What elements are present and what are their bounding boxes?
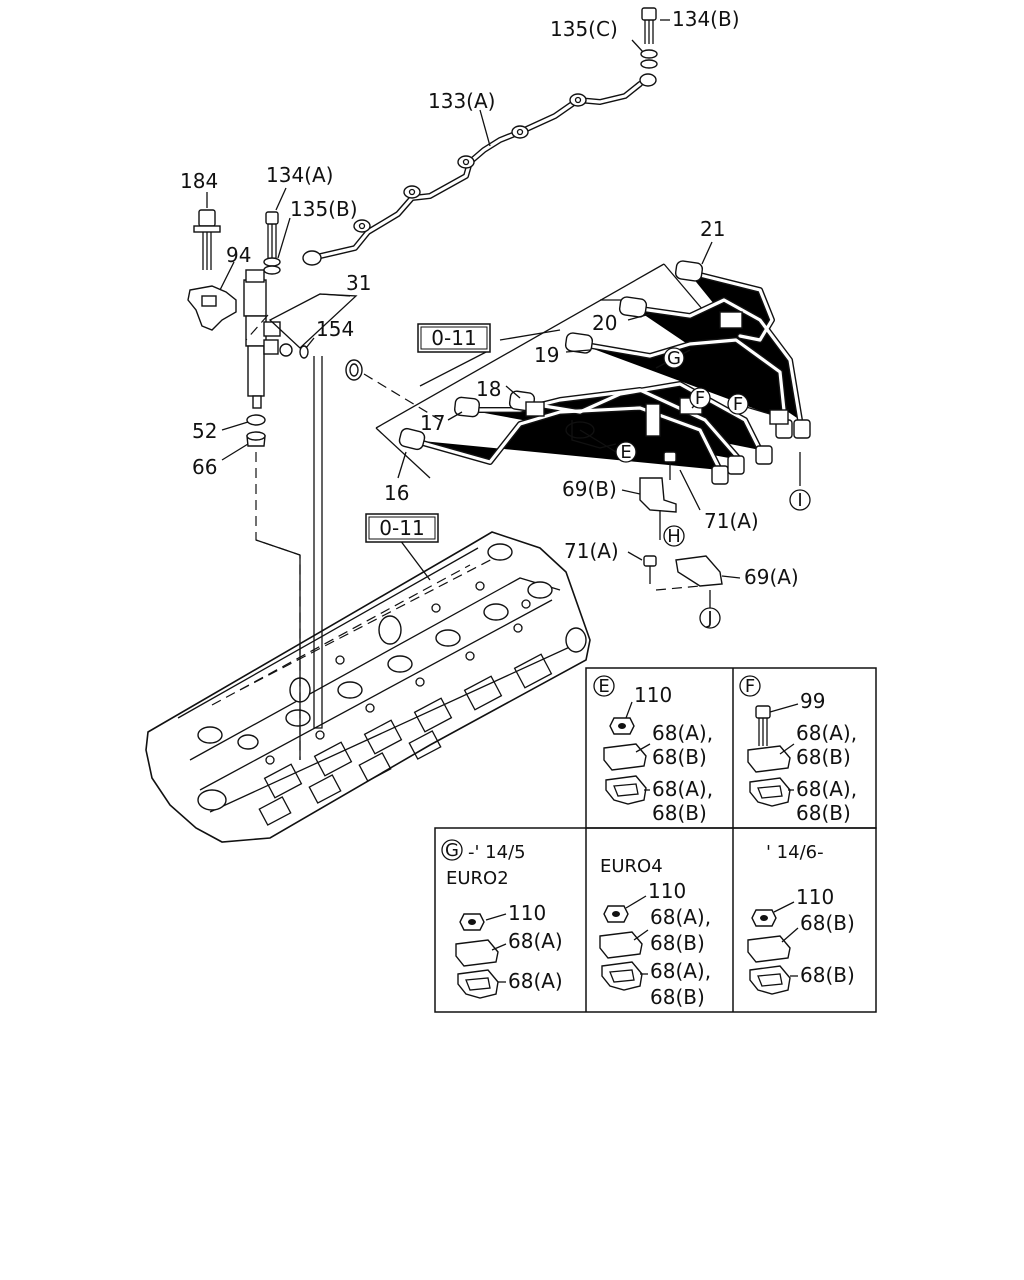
label-133a: 133(A) [428, 89, 495, 113]
marker-j: J [706, 608, 712, 629]
detail-g-col3-nut: 110 [796, 885, 834, 909]
detail-g-col2-top-2: 68(B) [650, 931, 705, 955]
leader-lines [206, 19, 771, 581]
callout-labels: 135(C) 134(B) 133(A) 184 134(A) 135(B) 9… [180, 7, 799, 589]
detail-g-marker: G [445, 840, 459, 861]
marker-h: H [667, 526, 681, 547]
detail-e-clip-top-2: 68(B) [652, 745, 707, 769]
detail-g-col2-nut: 110 [648, 879, 686, 903]
label-52: 52 [192, 419, 217, 443]
leak-off-pipe [302, 7, 658, 266]
label-71a-lower: 71(A) [564, 539, 619, 563]
label-184: 184 [180, 169, 218, 193]
marker-f-2: F [733, 394, 743, 415]
detail-g-col1-top: 68(A) [508, 929, 563, 953]
detail-e-clip-bottom-1: 68(A), [652, 777, 713, 801]
detail-e-clip-top-1: 68(A), [652, 721, 713, 745]
label-20: 20 [592, 311, 617, 335]
marker-i: I [797, 490, 802, 511]
label-134b: 134(B) [672, 7, 740, 31]
detail-e-clip-bottom-2: 68(B) [652, 801, 707, 825]
detail-f-marker: F [745, 676, 755, 697]
label-66: 66 [192, 455, 217, 479]
detail-f-bolt-label: 99 [800, 689, 825, 713]
label-21: 21 [700, 217, 725, 241]
detail-g-col3-top: 68(B) [800, 911, 855, 935]
label-16: 16 [384, 481, 409, 505]
detail-g-col3-bottom: 68(B) [800, 963, 855, 987]
detail-e-marker: E [598, 676, 609, 697]
detail-g-col1-title: EURO2 [446, 868, 509, 889]
injector-assembly [187, 209, 441, 760]
ref-label-lower: 0-11 [379, 516, 424, 540]
detail-g-col2-top-1: 68(A), [650, 905, 711, 929]
detail-f-clip-bottom-2: 68(B) [796, 801, 851, 825]
label-134a: 134(A) [266, 163, 333, 187]
detail-g-col3-period: ' 14/6- [766, 842, 824, 863]
label-19: 19 [534, 343, 559, 367]
detail-g-col2-bottom-1: 68(A), [650, 959, 711, 983]
label-31: 31 [346, 271, 371, 295]
label-18: 18 [476, 377, 501, 401]
ref-label-upper: 0-11 [431, 326, 476, 350]
detail-f-clip-top-1: 68(A), [796, 721, 857, 745]
detail-e: E 110 68(A), 68(B) 68(A), 68(B) [593, 675, 713, 825]
label-71a-upper: 71(A) [704, 509, 759, 533]
detail-f: F 99 68(A), 68(B) 68(A), 68(B) [739, 675, 857, 825]
label-135b: 135(B) [290, 197, 358, 221]
detail-f-clip-top-2: 68(B) [796, 745, 851, 769]
marker-g: G [667, 348, 681, 369]
detail-g-col1-period: -' 14/5 [468, 842, 526, 863]
detail-grid [434, 667, 877, 1013]
detail-e-nut-label: 110 [634, 683, 672, 707]
marker-f-1: F [695, 388, 705, 409]
label-69a: 69(A) [744, 565, 799, 589]
detail-g-col1-bottom: 68(A) [508, 969, 563, 993]
cylinder-head [145, 531, 591, 843]
detail-g-col1-nut: 110 [508, 901, 546, 925]
label-17: 17 [420, 411, 445, 435]
detail-g-col2-bottom-2: 68(B) [650, 985, 705, 1009]
label-94: 94 [226, 243, 251, 267]
markers: G F F E H I J [615, 347, 811, 629]
detail-g: G -' 14/5 EURO2 110 68(A) 68(A) EURO4 11… [441, 839, 855, 1009]
ref-box-upper: 0-11 [417, 323, 491, 353]
label-69b: 69(B) [562, 477, 617, 501]
detail-g-col2-title: EURO4 [600, 856, 663, 877]
marker-e: E [620, 442, 631, 463]
label-135c: 135(C) [550, 17, 618, 41]
label-154: 154 [316, 317, 354, 341]
detail-f-clip-bottom-1: 68(A), [796, 777, 857, 801]
ref-box-lower: 0-11 [365, 513, 439, 543]
